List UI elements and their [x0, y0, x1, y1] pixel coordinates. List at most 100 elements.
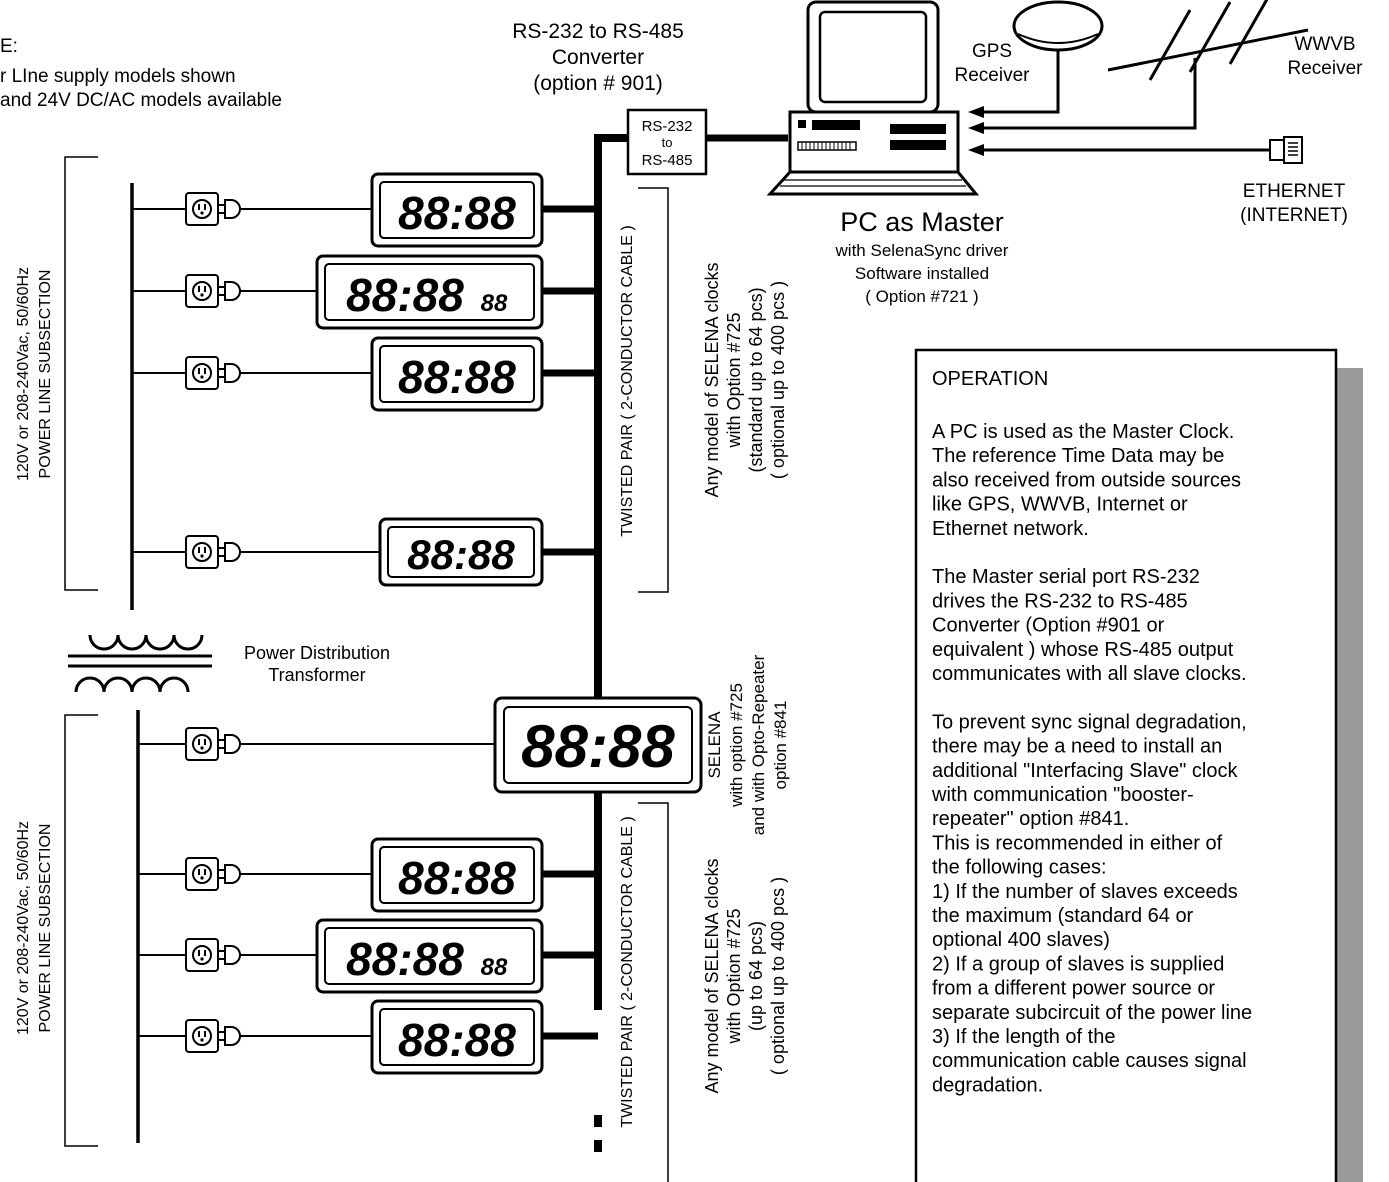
svg-text:120V or 208-240Vac, 50/60Hz: 120V or 208-240Vac, 50/60Hz: [15, 267, 32, 481]
svg-text:TWISTED PAIR ( 2-CONDUCTOR CAB: TWISTED PAIR ( 2-CONDUCTOR CABLE ): [619, 816, 636, 1127]
svg-text:POWER LINE SUBSECTION: POWER LINE SUBSECTION: [37, 270, 54, 479]
pc-sub-1: with SelenaSync driver: [835, 241, 1009, 260]
converter-title: RS-232 to RS-485 Converter (option # 901…: [512, 20, 684, 95]
svg-text:with Option #725: with Option #725: [724, 908, 744, 1044]
operation-line: drives the RS-232 to RS-485: [932, 590, 1188, 612]
converter-box-line-3: RS-485: [642, 152, 693, 169]
upper-clocks-bracket: [638, 187, 669, 593]
clock-unit: 88:88: [138, 837, 598, 913]
upper-subsection-label: 120V or 208-240Vac, 50/60Hz POWER LINE S…: [15, 267, 54, 481]
svg-text:TWISTED PAIR ( 2-CONDUCTOR CAB: TWISTED PAIR ( 2-CONDUCTOR CABLE ): [619, 225, 636, 536]
lower-clocks-label: Any model of SELENA clocks with Option #…: [702, 858, 788, 1093]
clock-digits: 88:88: [398, 187, 516, 239]
clock-seconds: 88: [481, 954, 508, 981]
clock-digits: 88:88: [398, 1014, 516, 1066]
outlet-icon: [185, 938, 219, 972]
plug-icon: [219, 734, 247, 754]
operation-line: also received from outside sources: [932, 469, 1241, 491]
wwvb-antenna-icon: [1107, 0, 1309, 81]
svg-text:Any model of SELENA clocks: Any model of SELENA clocks: [702, 858, 722, 1093]
outlet-icon: [185, 192, 219, 226]
repeater-label: SELENA with option #725 and with Opto-Re…: [705, 654, 790, 835]
clock-unit: 88:88: [132, 172, 598, 248]
clock-unit: 88:88 88: [138, 918, 598, 994]
operation-heading: OPERATION: [932, 368, 1048, 390]
operation-line: separate subcircuit of the power line: [932, 1002, 1252, 1024]
operation-line: equivalent ) whose RS-485 output: [932, 639, 1234, 661]
operation-line: like GPS, WWVB, Internet or: [932, 494, 1188, 516]
operation-line: 3) If the length of the: [932, 1026, 1115, 1048]
operation-text: A PC is used as the Master Clock.The ref…: [931, 421, 1252, 1096]
clock-unit: 88:88: [132, 517, 598, 587]
operation-line: there may be a need to install an: [932, 736, 1222, 758]
plug-icon: [219, 945, 247, 965]
pc-title: PC as Master: [840, 207, 1004, 237]
lower-cable-label: TWISTED PAIR ( 2-CONDUCTOR CABLE ): [619, 816, 636, 1127]
lower-clocks-bracket: [638, 802, 669, 1182]
outlet-icon: [185, 727, 219, 761]
operation-line: Ethernet network.: [932, 518, 1089, 540]
operation-line: This is recommended in either of: [932, 832, 1223, 854]
operation-line: with communication "booster-: [931, 784, 1194, 806]
wwvb-label-1: WWVB: [1294, 34, 1355, 55]
ethernet-jack-icon: [1269, 136, 1303, 164]
pc-computer-icon: [766, 0, 980, 196]
plug-icon: [219, 864, 247, 884]
lower-subsection-bracket: [64, 714, 98, 1147]
operation-line: communication cable causes signal: [932, 1050, 1247, 1072]
lower-subsection-label: 120V or 208-240Vac, 50/60Hz POWER LINE S…: [15, 821, 54, 1035]
outlet-icon: [185, 274, 219, 308]
clock-unit: 88:88 88: [132, 254, 598, 330]
transformer-icon: [68, 634, 212, 693]
note-line-3: and 24V DC/AC models available: [0, 90, 282, 111]
plug-icon: [219, 199, 247, 219]
plug-icon: [219, 363, 247, 383]
converter-title-3: (option # 901): [533, 72, 663, 95]
converter-title-1: RS-232 to RS-485: [512, 20, 684, 43]
svg-text:with option #725: with option #725: [727, 683, 746, 808]
operation-line: repeater" option #841.: [932, 808, 1129, 830]
operation-panel: OPERATION A PC is used as the Master Clo…: [914, 348, 1363, 1182]
outlet-icon: [185, 535, 219, 569]
clock-digits: 88:88: [521, 713, 675, 780]
note-line-1: E:: [0, 36, 18, 57]
svg-text:SELENA: SELENA: [705, 711, 724, 779]
converter-title-2: Converter: [552, 46, 644, 69]
upper-cable-label: TWISTED PAIR ( 2-CONDUCTOR CABLE ): [619, 225, 636, 536]
clock-unit: 88:88: [132, 336, 598, 412]
outlet-icon: [185, 1019, 219, 1053]
clock-seconds: 88: [481, 290, 508, 317]
operation-line: Converter (Option #901 or: [932, 615, 1165, 637]
note: E: r LIne supply models shown and 24V DC…: [0, 36, 282, 111]
clock-digits: 88:88: [346, 269, 464, 321]
upper-subsection-bracket: [64, 156, 98, 591]
outlet-icon: [185, 356, 219, 390]
operation-line: additional "Interfacing Slave" clock: [932, 760, 1238, 782]
plug-icon: [219, 1026, 247, 1046]
converter-box-line-2: to: [662, 135, 673, 150]
operation-line: 2) If a group of slaves is supplied: [932, 953, 1224, 975]
note-line-2: r LIne supply models shown: [0, 66, 236, 87]
outlet-icon: [185, 857, 219, 891]
ethernet-label-1: ETHERNET: [1243, 181, 1346, 202]
svg-text:( optional up to 400 pcs ): ( optional up to 400 pcs ): [768, 281, 788, 479]
gps-label-2: Receiver: [955, 65, 1031, 86]
pc-sub-2: Software installed: [855, 264, 989, 283]
svg-text:(up to 64 pcs): (up to 64 pcs): [746, 921, 766, 1031]
svg-text:and with Opto-Repeater: and with Opto-Repeater: [749, 654, 768, 835]
transformer-label-2: Transformer: [268, 665, 365, 685]
pc-labels: PC as Master with SelenaSync driver Soft…: [835, 207, 1009, 306]
svg-text:120V or 208-240Vac, 50/60Hz: 120V or 208-240Vac, 50/60Hz: [15, 821, 32, 1035]
converter-box-line-1: RS-232: [642, 118, 693, 135]
operation-line: communicates with all slave clocks.: [932, 663, 1247, 685]
operation-line: from a different power source or: [932, 978, 1215, 1000]
clock-digits: 88:88: [346, 933, 464, 985]
converter-box: RS-232 to RS-485: [626, 108, 708, 176]
clock-digits: 88:88: [407, 531, 515, 578]
operation-line: the maximum (standard 64 or: [932, 905, 1194, 927]
svg-text:( optional up to 400 pcs ): ( optional up to 400 pcs ): [768, 877, 788, 1075]
svg-text:(standard up to 64 pcs): (standard up to 64 pcs): [746, 287, 766, 472]
operation-line: optional 400 slaves): [932, 929, 1110, 951]
operation-line: The reference Time Data may be: [932, 445, 1224, 467]
